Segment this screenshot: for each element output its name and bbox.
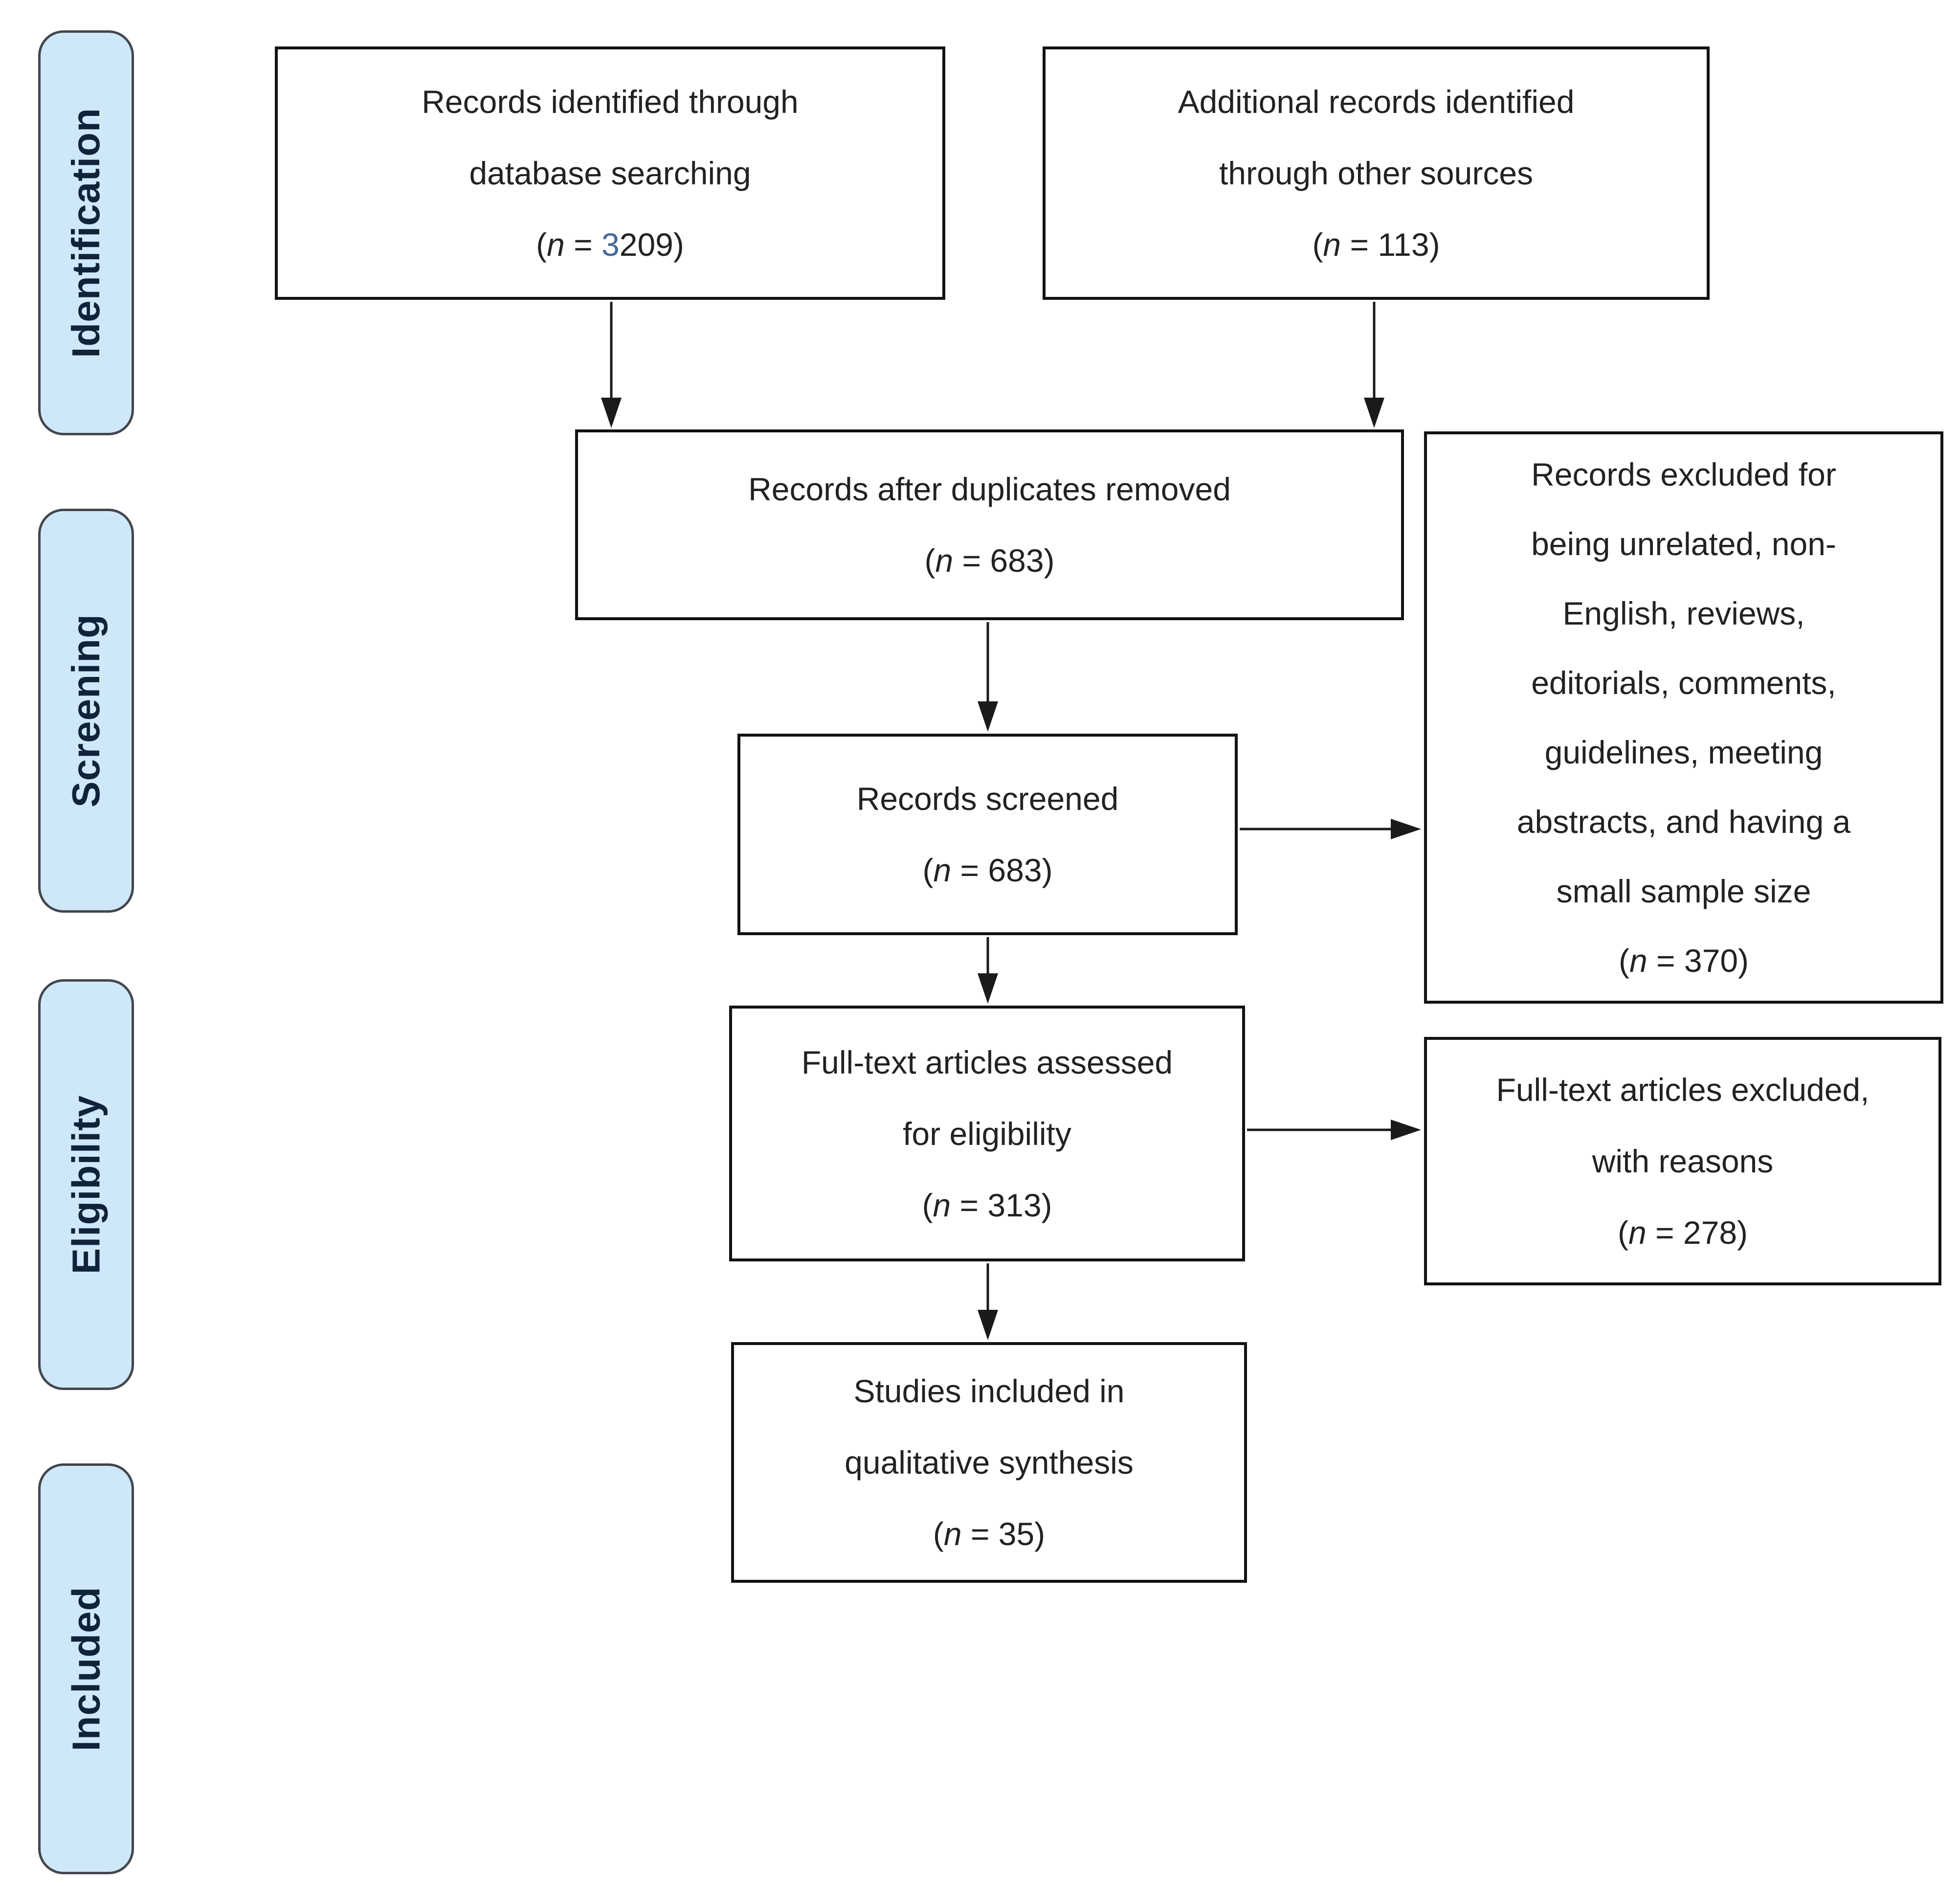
count-line: (n = 683) — [924, 542, 1055, 579]
box-text-line: Full-text articles excluded, — [1496, 1072, 1870, 1108]
box-additional-records: Additional records identified through ot… — [1043, 46, 1710, 300]
box-duplicates-removed: Records after duplicates removed (n = 68… — [575, 429, 1404, 620]
stage-label-text: Eligibility — [64, 1095, 108, 1275]
box-text-line: being unrelated, non- — [1531, 526, 1836, 562]
box-text-line: Additional records identified — [1178, 84, 1575, 120]
box-text-line: Records after duplicates removed — [748, 471, 1231, 507]
stage-label-identification: Identification — [38, 30, 134, 435]
count-line: (n = 683) — [922, 852, 1053, 888]
box-text-line: Full-text articles assessed — [801, 1044, 1173, 1080]
box-text-line: qualitative synthesis — [845, 1444, 1134, 1481]
box-text-line: guidelines, meeting — [1544, 734, 1823, 770]
count-line: (n = 278) — [1617, 1214, 1748, 1251]
box-text-line: English, reviews, — [1562, 595, 1805, 631]
box-text-line: small sample size — [1556, 873, 1811, 909]
box-text-line: Records screened — [856, 781, 1119, 817]
count-line: (n = 370) — [1618, 943, 1749, 979]
arrow-screened-to-fulltext-assessed — [978, 937, 998, 1004]
arrow-identified-to-deduplicated — [601, 302, 622, 428]
box-text-line: with reasons — [1592, 1143, 1774, 1179]
count-line: (n = 313) — [922, 1187, 1052, 1223]
stage-label-text: Screening — [64, 614, 108, 808]
arrow-screened-to-records-excluded — [1240, 819, 1421, 839]
count-line: (n = 3209) — [536, 226, 684, 263]
box-text-line: Records excluded for — [1531, 456, 1836, 493]
arrow-fulltext-assessed-to-fulltext-excluded — [1247, 1120, 1421, 1140]
box-text-line: editorials, comments, — [1531, 665, 1836, 701]
box-text-line: abstracts, and having a — [1516, 804, 1851, 840]
box-text-line: database searching — [469, 155, 751, 191]
count-line: (n = 113) — [1312, 226, 1440, 263]
box-text-line: through other sources — [1219, 155, 1534, 191]
box-studies-included: Studies included in qualitative synthesi… — [731, 1342, 1247, 1583]
box-records-excluded: Records excluded for being unrelated, no… — [1424, 431, 1943, 1004]
box-text-line: for eligibility — [903, 1115, 1071, 1152]
box-fulltext-excluded: Full-text articles excluded, with reason… — [1424, 1037, 1941, 1285]
arrow-deduplicated-to-screened — [978, 622, 998, 732]
stage-label-included: Included — [38, 1463, 134, 1874]
stage-label-eligibility: Eligibility — [38, 979, 134, 1390]
box-fulltext-assessed: Full-text articles assessed for eligibil… — [729, 1006, 1245, 1261]
stage-label-text: Identification — [64, 108, 108, 358]
count-line: (n = 35) — [933, 1516, 1046, 1552]
stage-label-text: Included — [64, 1586, 108, 1751]
stage-label-screening: Screening — [38, 509, 134, 913]
box-records-identified: Records identified through database sear… — [275, 46, 945, 300]
box-text-line: Records identified through — [422, 84, 799, 120]
box-text-line: Studies included in — [853, 1373, 1125, 1409]
arrow-additional-to-deduplicated — [1364, 302, 1384, 428]
arrow-fulltext-assessed-to-studies-included — [978, 1263, 998, 1340]
box-records-screened: Records screened (n = 683) — [737, 734, 1238, 935]
